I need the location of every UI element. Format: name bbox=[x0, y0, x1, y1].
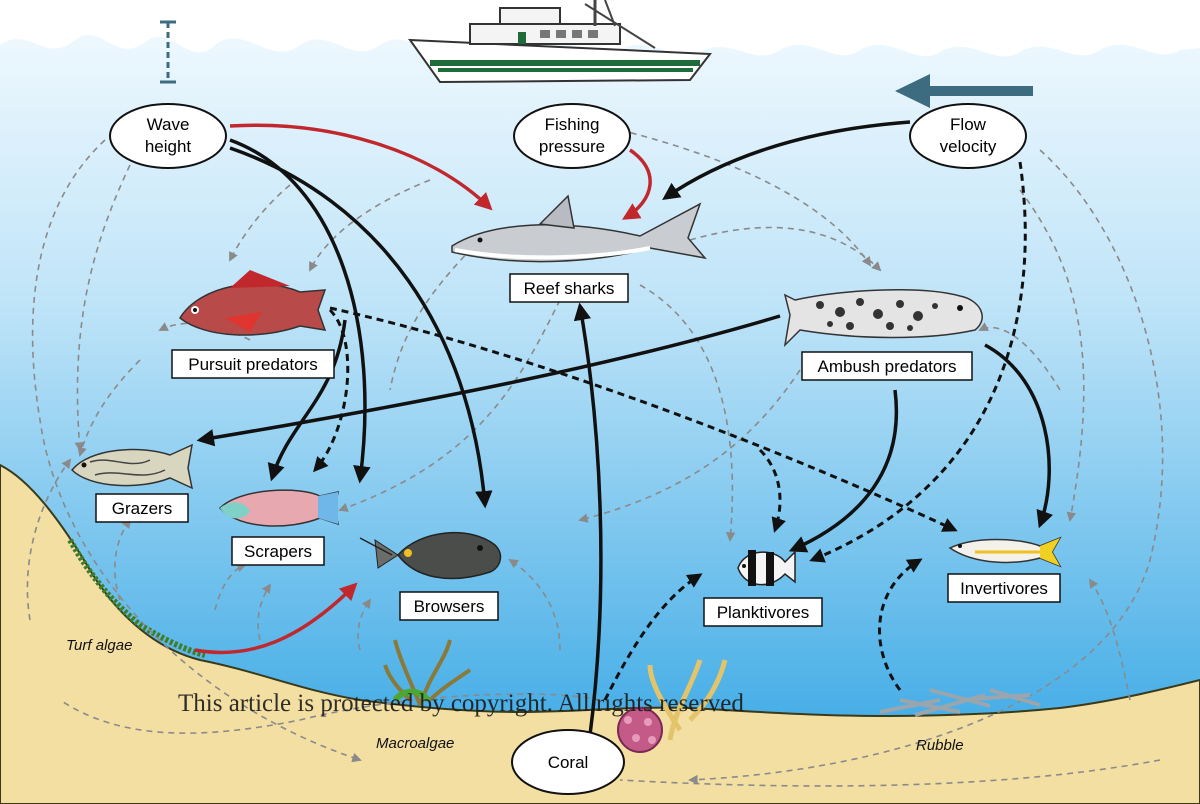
planktivore-fish-icon bbox=[737, 550, 796, 586]
weak-interaction-links bbox=[26, 129, 1164, 787]
grazer-fish-icon bbox=[70, 443, 194, 490]
node-wave-height-line2: height bbox=[145, 137, 192, 156]
label-reef-sharks: Reef sharks bbox=[509, 273, 629, 303]
node-coral: Coral bbox=[511, 729, 625, 795]
scraper-fish-icon bbox=[218, 489, 339, 527]
label-rubble: Rubble bbox=[916, 737, 964, 754]
label-reef-sharks-text: Reef sharks bbox=[524, 279, 615, 298]
label-turf-algae: Turf algae bbox=[66, 637, 132, 654]
label-planktivores: Planktivores bbox=[703, 597, 823, 627]
label-planktivores-text: Planktivores bbox=[717, 603, 810, 622]
label-macroalgae: Macroalgae bbox=[376, 735, 454, 752]
indirect-effect-links bbox=[313, 161, 1027, 701]
label-scrapers: Scrapers bbox=[231, 536, 325, 566]
node-coral-label: Coral bbox=[548, 753, 589, 772]
pursuit-predator-fish-icon bbox=[179, 270, 327, 336]
node-flow-velocity: Flow velocity bbox=[909, 103, 1027, 169]
browser-fish-icon bbox=[359, 532, 502, 580]
label-pursuit-predators-text: Pursuit predators bbox=[188, 355, 317, 374]
node-wave-height: Wave height bbox=[109, 103, 227, 169]
label-scrapers-text: Scrapers bbox=[244, 542, 312, 561]
node-fishing-pressure-line2: pressure bbox=[539, 137, 605, 156]
reef-shark-icon bbox=[451, 194, 707, 263]
label-browsers-text: Browsers bbox=[414, 597, 485, 616]
rubble-icon bbox=[879, 688, 1041, 717]
node-wave-height-line1: Wave bbox=[147, 115, 190, 134]
invertivore-fish-icon bbox=[948, 536, 1062, 568]
positive-effect-links bbox=[196, 120, 1054, 736]
node-flow-velocity-line1: Flow bbox=[950, 115, 987, 134]
label-grazers: Grazers bbox=[95, 493, 189, 523]
fishing-boat bbox=[407, 0, 712, 84]
copyright-watermark: This article is protected by copyright. … bbox=[178, 690, 744, 717]
label-invertivores-text: Invertivores bbox=[960, 579, 1048, 598]
label-pursuit-predators: Pursuit predators bbox=[171, 349, 335, 379]
wave-height-gauge-icon bbox=[160, 20, 176, 84]
label-invertivores: Invertivores bbox=[947, 573, 1061, 603]
label-ambush-predators: Ambush predators bbox=[801, 351, 973, 381]
flow-direction-arrow-icon bbox=[895, 74, 1033, 108]
turf-algae-fringe bbox=[67, 538, 206, 658]
macroalgae-icon bbox=[383, 639, 472, 706]
label-grazers-text: Grazers bbox=[112, 499, 172, 518]
water-body bbox=[0, 34, 1200, 804]
label-browsers: Browsers bbox=[399, 591, 499, 621]
node-fishing-pressure: Fishing pressure bbox=[513, 103, 631, 169]
ambush-predator-fish-icon bbox=[783, 289, 983, 348]
negative-effect-links bbox=[194, 123, 652, 655]
coral-icon bbox=[617, 659, 728, 753]
node-flow-velocity-line2: velocity bbox=[940, 137, 997, 156]
label-ambush-predators-text: Ambush predators bbox=[818, 357, 957, 376]
node-fishing-pressure-line1: Fishing bbox=[545, 115, 600, 134]
